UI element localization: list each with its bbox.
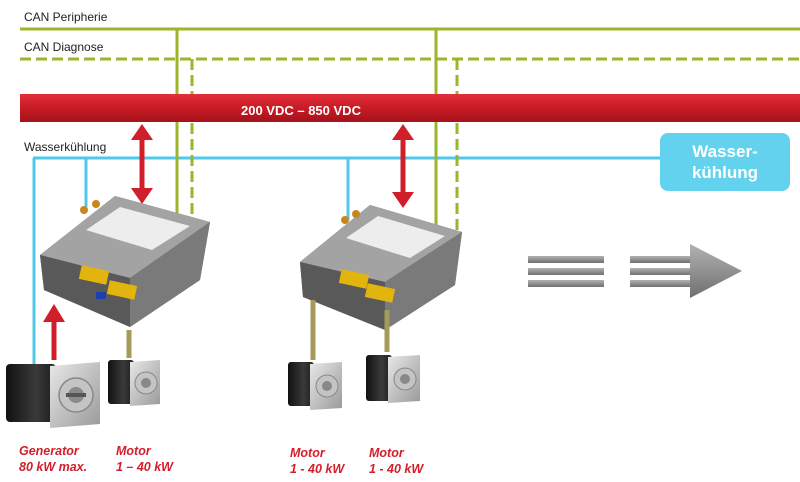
water-cooling-box: Wasser- kühlung: [660, 133, 790, 191]
generator-machine: [6, 362, 100, 428]
motor-2-caption: Motor 1 - 40 kW: [290, 445, 344, 477]
water-cooling-label: Wasserkühlung: [24, 140, 107, 154]
inverter-1: [40, 196, 210, 327]
water-box-line-2: kühlung: [691, 163, 759, 182]
motor-2-name: Motor: [290, 446, 325, 460]
motor-1-rating: 1 – 40 kW: [116, 460, 173, 474]
motor-3-caption: Motor 1 - 40 kW: [369, 445, 423, 477]
motor-3-rating: 1 - 40 kW: [369, 462, 424, 476]
generator-name: Generator: [19, 444, 79, 458]
dc-bus-band: [20, 94, 800, 122]
dc-bus-label: 200 VDC – 850 VDC: [241, 103, 361, 118]
generator-caption: Generator 80 kW max.: [19, 443, 87, 475]
continuation-arrow: [528, 244, 742, 298]
inverter-2: [300, 205, 462, 330]
motor-2: [288, 362, 342, 410]
power-arrow-2: [392, 124, 414, 208]
motor-3: [366, 355, 420, 403]
generator-rating: 80 kW max.: [19, 460, 88, 474]
motor-1-caption: Motor 1 – 40 kW: [116, 443, 173, 475]
power-arrow-1: [131, 124, 153, 204]
can-diagnose-label: CAN Diagnose: [24, 40, 104, 54]
can-peripherie-label: CAN Peripherie: [24, 10, 108, 24]
motor-3-name: Motor: [369, 446, 404, 460]
motor-1: [108, 360, 160, 406]
water-box-line-1: Wasser-: [692, 142, 758, 161]
generator-arrow: [43, 304, 65, 360]
motor-2-rating: 1 - 40 kW: [290, 462, 345, 476]
motor-1-name: Motor: [116, 444, 151, 458]
